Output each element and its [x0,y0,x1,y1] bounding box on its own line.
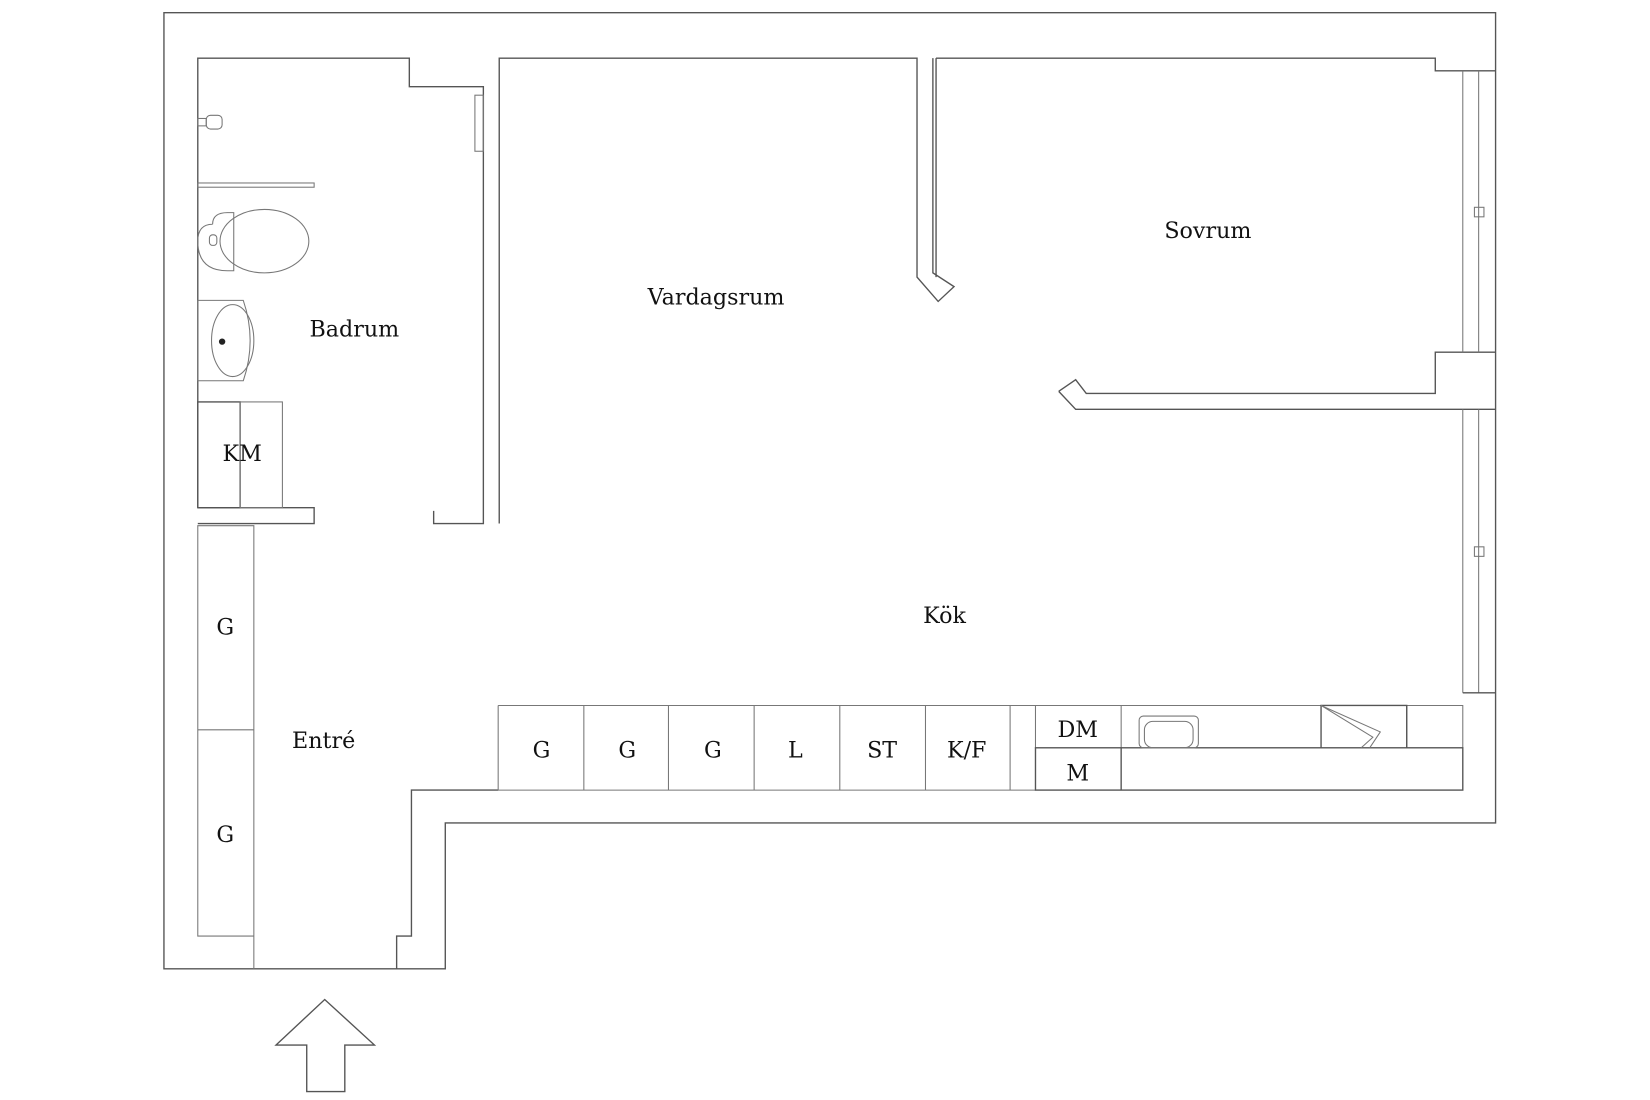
sink-icon [197,299,255,382]
wardrobe-label: G [216,822,234,848]
toilet-icon [197,208,310,274]
microwave-label: M [1066,761,1089,787]
entry-walls: G G [197,525,499,969]
shower-icon [197,114,223,130]
kitchen-counter: G G G L ST K/F DM M [497,704,1464,791]
bedroom-walls [936,57,1496,411]
km-label: KM [223,441,262,467]
windows [1462,70,1496,694]
cabinet-label: G [618,737,636,763]
room-label-badrum: Badrum [309,316,399,342]
dishwasher-label: DM [1058,717,1099,743]
entrance-arrow-icon [274,998,377,1093]
stove-icon [1320,704,1408,749]
cabinet-label: L [788,737,803,763]
room-label-sovrum: Sovrum [1164,218,1251,244]
living-room-walls [498,57,956,524]
washing-machine: KM [197,401,283,509]
fridge-freezer-label: K/F [947,737,986,763]
outer-wall [163,12,1497,970]
cabinet-label: G [533,737,551,763]
wardrobe-label: G [216,615,234,641]
room-label-kok: Kök [923,603,966,629]
cabinet-label: G [704,737,722,763]
room-label-entre: Entré [292,728,355,754]
stove-label: ST [867,737,897,763]
room-label-vardagsrum: Vardagsrum [647,285,785,311]
